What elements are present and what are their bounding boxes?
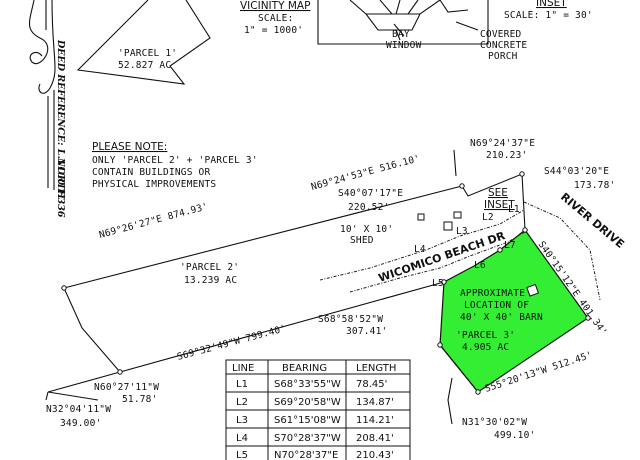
distance-499-10: 499.10' (494, 430, 535, 441)
table-cell: S68°33'55"W (274, 379, 341, 390)
bay-window-label-1: BAY (392, 29, 410, 40)
line-label-l1: L1 (508, 204, 520, 215)
parcel-2-boundary (47, 173, 526, 401)
distance-349-00: 349.00' (60, 418, 101, 429)
table-cell: 114.21' (356, 415, 394, 426)
table-header-line: LINE (232, 363, 254, 374)
table-header-bearing: BEARING (282, 363, 327, 374)
distance-51-78: 51.78' (122, 394, 158, 405)
table-cell: L5 (236, 450, 248, 460)
inset-leaders (393, 21, 479, 37)
shed-icon (417, 213, 425, 221)
table-cell: L1 (236, 379, 248, 390)
vicinity-map-scale-label: SCALE: (258, 13, 294, 24)
barn-label-1: APPROXIMATE (460, 288, 525, 299)
shed-label-2: SHED (350, 235, 374, 246)
line-table-body: L1 S68°33'55"W 78.45' L2 S69°20'58"W 134… (236, 379, 394, 460)
barn-label-2: LOCATION OF (464, 300, 529, 311)
table-cell: 210.43' (356, 450, 394, 460)
vicinity-map-scale-value: 1" = 1000' (244, 25, 303, 36)
porch-label-3: PORCH (488, 51, 518, 62)
parcel-1-name: 'PARCEL 1' (118, 48, 177, 59)
barn-icon (526, 283, 540, 297)
note-line-1: ONLY 'PARCEL 2' + 'PARCEL 3' (92, 155, 258, 166)
distance-220-52: 220.52' (348, 202, 389, 213)
porch-label-2: CONCRETE (480, 40, 527, 51)
distance-173-78: 173.78' (574, 180, 615, 191)
bearing-s40-07-17: S40°07'17"E (338, 188, 403, 199)
bearing-n60-27-11: N60°27'11"W (94, 382, 159, 393)
table-cell: N70°28'37"E (274, 450, 338, 460)
line-label-l4: L4 (414, 244, 426, 255)
table-cell: 78.45' (356, 379, 387, 390)
table-cell: S61°15'08"W (274, 415, 341, 426)
inset-scale: SCALE: 1" = 30' (504, 10, 593, 21)
table-cell: L4 (236, 433, 248, 444)
bearing-n69-24-37: N69°24'37"E (470, 138, 535, 149)
note-title: PLEASE NOTE: (92, 141, 167, 153)
parcel-1-boundary (76, 0, 211, 85)
parcel-2-area: 13.239 AC (184, 275, 237, 286)
scroll-ornament (28, 0, 56, 190)
table-header-length: LENGTH (356, 363, 396, 374)
see-inset-label-1: SEE (488, 187, 508, 199)
note-line-2: CONTAIN BUILDINGS OR (92, 167, 210, 178)
bearing-n69-24-53: N69°24'53"E 516.10' (310, 153, 421, 193)
parcel-3-name: 'PARCEL 3' (456, 330, 515, 341)
bay-window-label-2: WINDOW (386, 40, 422, 51)
road-edges (319, 201, 601, 301)
label-leaders (45, 149, 457, 425)
line-label-l7: L7 (504, 240, 516, 251)
table-cell: S69°20'58"W (274, 397, 341, 408)
table-cell: L3 (236, 415, 248, 426)
bearing-n32-04-11: N32°04'11"W (46, 404, 111, 415)
river-drive-label: RIVER DRIVE (558, 190, 627, 250)
north-label: NORTH (55, 157, 66, 200)
note-line-3: PHYSICAL IMPROVEMENTS (92, 179, 216, 190)
line-table (225, 359, 411, 460)
vicinity-map-title: VICINITY MAP (240, 0, 310, 12)
table-cell: S70°28'37"W (274, 433, 341, 444)
table-cell: L2 (236, 397, 248, 408)
line-table-header: LINE BEARING LENGTH (232, 363, 396, 374)
deed-reference: DEED REFERENCE: L.1100 F.336 (55, 39, 66, 218)
bearing-n69-26-27: N69°26'27"E 874.93' (98, 201, 209, 241)
shed-label-1: 10' X 10' (340, 224, 393, 235)
house-icon (443, 211, 462, 231)
inset-title: INSET (536, 0, 567, 9)
line-label-l3: L3 (456, 226, 468, 237)
barn-label-3: 40' X 40' BARN (460, 312, 543, 323)
distance-307-41: 307.41' (346, 326, 387, 337)
table-cell: 134.87' (356, 397, 394, 408)
line-label-l5: L5 (432, 278, 444, 289)
parcel-3-area: 4.905 AC (462, 342, 509, 353)
line-label-l6: L6 (474, 260, 486, 271)
see-inset-label-2: INSET (484, 199, 515, 211)
parcel-1-area: 52.827 AC (118, 60, 171, 71)
table-cell: 208.41' (356, 433, 394, 444)
distance-210-23: 210.23' (486, 150, 527, 161)
bearing-s44-03-20: S44°03'20"E (544, 166, 609, 177)
inset-frame (317, 0, 489, 45)
parcel-2-name: 'PARCEL 2' (180, 262, 239, 273)
bearing-s68-58-52: S68°58'52"W (318, 314, 383, 325)
line-label-l2: L2 (482, 212, 494, 223)
bearing-n31-30-02: N31°30'02"W (462, 417, 527, 428)
bearing-s69-32-49: S69°32'49"W 799.40' (176, 323, 287, 363)
boundary-markers (61, 171, 591, 395)
porch-label-1: COVERED (480, 29, 522, 40)
